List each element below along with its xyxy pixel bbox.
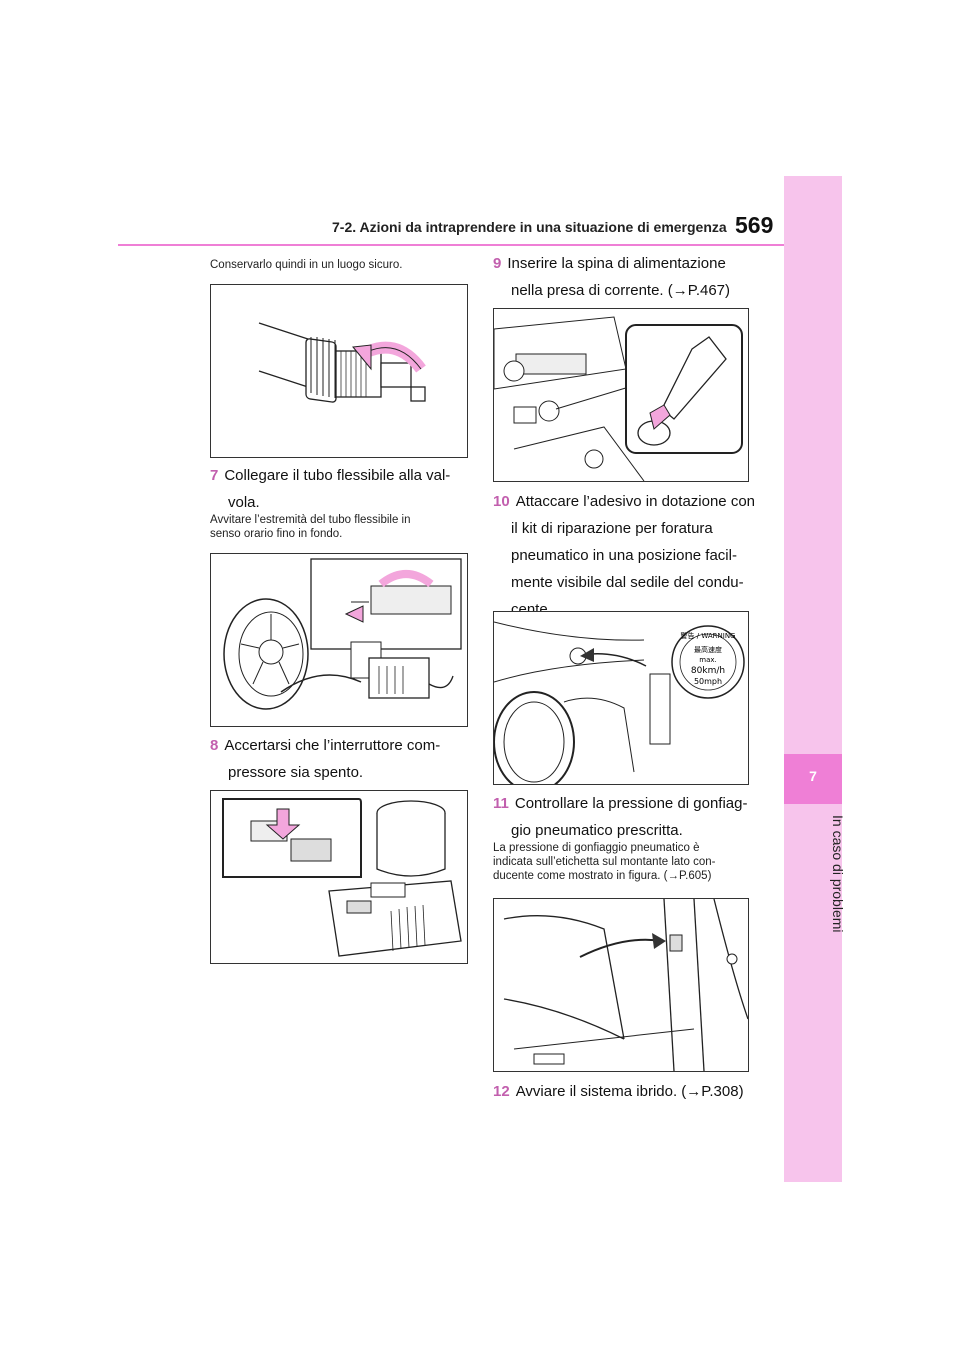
figure-sticker-location: 警告 / WARNING 最高速度 max. 80km/h 50mph — [493, 611, 749, 785]
sticker-line1: 最高速度 — [694, 645, 722, 654]
sticker-line2: max. — [699, 656, 716, 664]
step-number: 10 — [493, 493, 510, 510]
step-text-cont: pressore sia spento. — [228, 764, 364, 781]
step-text: Collegare il tubo flessibile alla val- — [224, 467, 451, 484]
step-number: 11 — [493, 795, 509, 812]
sticker-warning-text: 警告 / WARNING — [681, 631, 736, 640]
step-number: 12 — [493, 1083, 510, 1100]
chapter-tab[interactable] — [784, 754, 842, 804]
section-title: 7-2. Azioni da intraprendere in una situ… — [332, 219, 727, 235]
figure-power-outlet — [493, 308, 749, 482]
step-12: 12 Avviare il sistema ibrido. (→P.308) — [493, 1078, 744, 1105]
step-text: Avviare il sistema ibrido. (→P.308) — [515, 1083, 744, 1100]
figure-compressor-switch — [210, 790, 468, 964]
step-8: 8 Accertarsi che l’interruttore com- pres… — [210, 732, 440, 786]
step-text: Accertarsi che l’interruttore com- — [224, 737, 441, 754]
step-text: Controllare la pressione di gonfiag- — [514, 795, 748, 812]
sticker-line3: 80km/h — [691, 666, 725, 676]
step-text: Attaccare l’adesivo in dotazione con — [515, 493, 755, 510]
figure-pressure-label — [493, 898, 749, 1072]
step-text-cont: gio pneumatico prescritta. — [511, 822, 683, 839]
step-text-cont: vola. — [228, 494, 260, 511]
step7-note: Avvitare l’estremità del tubo flessibile… — [210, 514, 411, 540]
step11-note: La pressione di gonfiaggio pneumatico è … — [493, 842, 716, 882]
step-text: Inserire la spina di alimentazione — [507, 255, 726, 272]
step-number: 9 — [493, 255, 502, 272]
sticker-line4: 50mph — [694, 677, 722, 686]
figure-hose-valve — [210, 553, 468, 727]
step-text-cont: pneumatico in una posizione facil- — [511, 547, 737, 564]
step-text-cont: nella presa di corrente. (→P.467) — [511, 282, 731, 299]
step-11: 11 Controllare la pressione di gonfiag- g… — [493, 790, 748, 844]
header-rule — [118, 244, 842, 246]
step-9: 9 Inserire la spina di alimentazione nell… — [493, 250, 730, 304]
chapter-number: 7 — [809, 768, 817, 784]
figure-hose-end — [210, 284, 468, 458]
chapter-title: In caso di problemi — [830, 815, 846, 933]
intro-note: Conservarlo quindi in un luogo sicuro. — [210, 259, 403, 271]
step-text-cont: mente visibile dal sedile del condu- — [511, 574, 744, 591]
page-number: 569 — [735, 212, 774, 238]
step-number: 7 — [210, 467, 219, 484]
chapter-sidebar — [784, 176, 842, 1182]
step-10: 10 Attaccare l’adesivo in dotazione con i… — [493, 488, 755, 623]
step-number: 8 — [210, 737, 219, 754]
step-text-cont: il kit di riparazione per foratura — [511, 520, 713, 537]
